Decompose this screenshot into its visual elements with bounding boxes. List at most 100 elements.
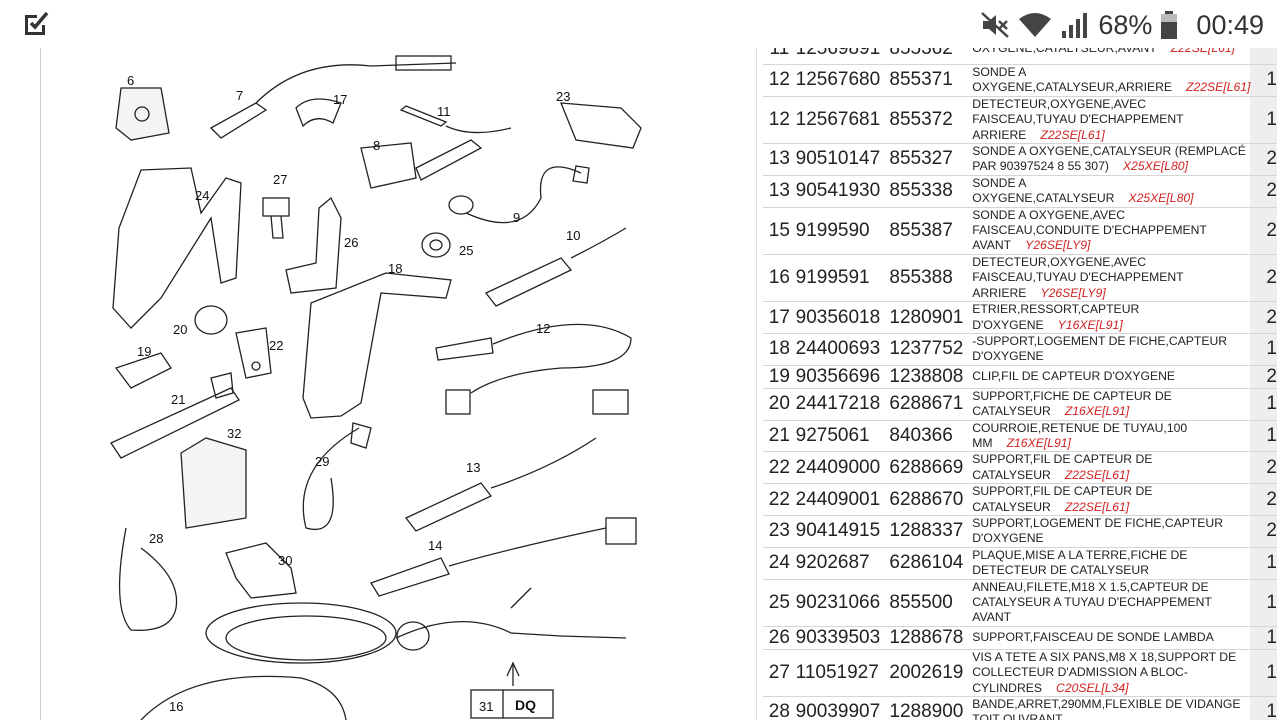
- description-text: DETECTEUR,OXYGENE,AVEC FAISCEAU,TUYAU D'…: [972, 254, 1184, 300]
- position-cell: 13: [763, 175, 796, 208]
- part-number-cell: 90039907: [795, 696, 890, 720]
- wifi-icon: [1019, 13, 1052, 37]
- description-cell: SONDE A OXYGENE,CATALYSEUR (REMPLACÉ PAR…: [972, 143, 1251, 176]
- engine-code: Z16XE[L91]: [1006, 435, 1071, 450]
- diagram-drawing: 6 7 17 11 23 8 27 24 9 26 25 10 18 12 20…: [110, 55, 642, 720]
- position-cell: 25: [763, 579, 796, 627]
- catalog-number-cell: 855372: [889, 96, 973, 145]
- description-cell: ANNEAU,FILETE,M18 X 1.5,CAPTEUR DE CATAL…: [972, 579, 1251, 627]
- part-number-cell: 24417218: [795, 388, 890, 421]
- diagram-label-17: 17: [333, 92, 347, 107]
- description-cell: -SUPPORT,LOGEMENT DE FICHE,CAPTEUR D'OXY…: [972, 333, 1251, 366]
- catalog-number-cell: 6288669: [889, 451, 973, 485]
- part-number-cell: 24400693: [795, 333, 890, 366]
- position-cell: 13: [763, 143, 796, 176]
- quantity-cell: [1250, 48, 1277, 65]
- quantity-cell: 2: [1250, 175, 1277, 208]
- description-cell: SONDE A OXYGENE,AVEC FAISCEAU,CONDUITE D…: [972, 207, 1251, 255]
- catalog-number-cell: 6288671: [889, 388, 973, 421]
- position-cell: 27: [763, 649, 796, 698]
- battery-percent: 68%: [1098, 9, 1153, 40]
- task-check-icon[interactable]: [22, 10, 50, 38]
- position-cell: 17: [763, 301, 796, 334]
- catalog-number-cell: 855362: [889, 48, 973, 65]
- battery-icon: [1161, 11, 1178, 39]
- position-cell: 24: [763, 547, 796, 580]
- clock-time: 00:49: [1196, 9, 1264, 40]
- catalog-number-cell: 1288900: [889, 696, 973, 720]
- position-cell: 20: [763, 388, 796, 421]
- quantity-cell: 1: [1250, 420, 1277, 453]
- diagram-label-16: 16: [169, 699, 183, 714]
- part-number-cell: 12567681: [795, 96, 890, 145]
- part-number-cell: 90356018: [795, 301, 890, 334]
- catalog-number-cell: 2002619: [889, 649, 973, 698]
- engine-code: Z22SE[L61]: [1040, 127, 1105, 142]
- diagram-label-31: 31: [479, 699, 493, 714]
- description-text: DETECTEUR,OXYGENE,AVEC FAISCEAU,TUYAU D'…: [972, 96, 1184, 142]
- diagram-label-20: 20: [173, 322, 187, 337]
- description-cell: CLIP,FIL DE CAPTEUR D'OXYGENE: [972, 365, 1251, 389]
- description-cell: PLAQUE,MISE A LA TERRE,FICHE DE DETECTEU…: [972, 547, 1251, 580]
- diagram-label-27: 27: [273, 172, 287, 187]
- diagram-label-29: 29: [315, 454, 329, 469]
- description-text: CLIP,FIL DE CAPTEUR D'OXYGENE: [972, 369, 1176, 384]
- quantity-cell: 2: [1250, 207, 1277, 255]
- diagram-label-19: 19: [137, 344, 151, 359]
- description-cell: SUPPORT,FAISCEAU DE SONDE LAMBDA: [972, 626, 1251, 650]
- part-number-cell: 90231066: [795, 579, 890, 627]
- engine-code: Y26SE[LY9]: [1040, 285, 1106, 300]
- engine-code: Z22SE[L61]: [1064, 499, 1130, 514]
- quantity-cell: 1: [1250, 649, 1277, 698]
- quantity-cell: 2: [1250, 515, 1277, 548]
- quantity-cell: 1: [1250, 579, 1277, 627]
- position-cell: 23: [763, 515, 796, 548]
- diagram-label-13: 13: [466, 460, 480, 475]
- engine-code: Y16XE[L91]: [1057, 317, 1123, 332]
- engine-code: X25XE[L80]: [1122, 159, 1188, 174]
- diagram-label-9: 9: [513, 210, 520, 225]
- engine-code: C20SEL[L34]: [1056, 680, 1129, 695]
- diagram-label-6: 6: [127, 73, 134, 88]
- position-cell: 21: [763, 420, 796, 453]
- description-text: SUPPORT,LOGEMENT DE FICHE,CAPTEUR D'OXYG…: [972, 515, 1224, 546]
- mute-icon: [981, 12, 1010, 38]
- parts-diagram[interactable]: 6 7 17 11 23 8 27 24 9 26 25 10 18 12 20…: [40, 48, 756, 720]
- catalog-number-cell: 855388: [889, 254, 973, 303]
- position-cell: 19: [763, 365, 796, 389]
- part-number-cell: 90541930: [795, 175, 890, 208]
- catalog-number-cell: 855387: [889, 207, 973, 255]
- quantity-cell: 2: [1250, 483, 1277, 516]
- diagram-label-23: 23: [556, 89, 570, 104]
- diagram-label-32: 32: [227, 426, 241, 441]
- engine-code: Z16XE[L91]: [1064, 404, 1130, 419]
- position-cell: 26: [763, 626, 796, 650]
- position-cell: 12: [763, 64, 796, 97]
- description-text: BANDE,ARRET,290MM,FLEXIBLE DE VIDANGE TO…: [972, 697, 1241, 720]
